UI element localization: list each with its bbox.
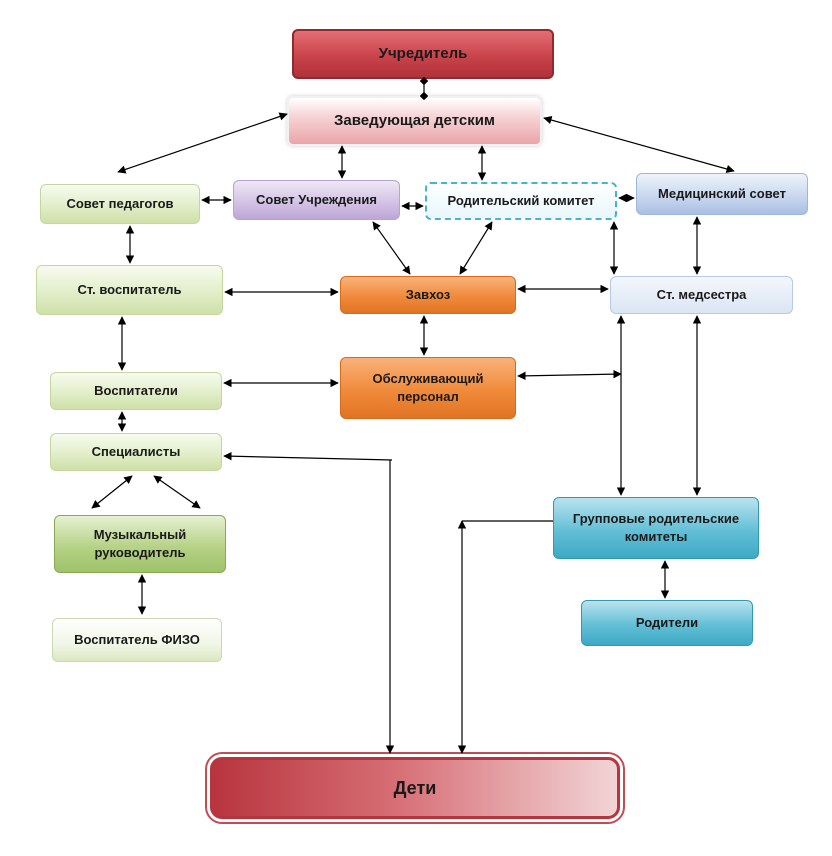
node-sovet-uchrezhdeniya: Совет Учреждения <box>233 180 400 220</box>
arrow-spets-left-diag <box>91 475 133 509</box>
node-vospitatel-fizo: Воспитатель ФИЗО <box>52 618 222 662</box>
node-spetsialisty: Специалисты <box>50 433 222 471</box>
node-meditsinskiy-sovet: Медицинский совет <box>636 173 808 215</box>
node-obsluzhivayushchiy-personal: Обслуживающий персонал <box>340 357 516 419</box>
node-roditelskiy-komitet: Родительский комитет <box>425 182 617 220</box>
node-st-vospitatel: Ст. воспитатель <box>36 265 223 315</box>
node-st-medsestra: Ст. медсестра <box>610 276 793 314</box>
node-uchreditel: Учредитель <box>292 29 554 79</box>
arrow-uchr-zavkhoz <box>372 221 411 275</box>
node-sovet-pedagogov: Совет педагогов <box>40 184 200 224</box>
arrow-spets-right <box>223 451 393 461</box>
node-zaveduyushchaya: Заведующая детским <box>287 96 542 146</box>
arrow-obsl-right <box>517 369 622 381</box>
arrow-zav-sovet-pedagogov <box>117 112 288 174</box>
node-deti: Дети <box>210 757 620 819</box>
arrow-rod-zavkhoz <box>459 221 493 275</box>
node-muzykalnyy-rukovoditel: Музыкальный руководитель <box>54 515 226 573</box>
node-zavkhoz: Завхоз <box>340 276 516 314</box>
arrow-zav-meditsinskiy <box>543 115 735 174</box>
node-roditeli: Родители <box>581 600 753 646</box>
arrow-spets-right-diag <box>153 475 201 509</box>
node-gruppovye-komitety: Групповые родительские комитеты <box>553 497 759 559</box>
node-vospitateli: Воспитатели <box>50 372 222 410</box>
